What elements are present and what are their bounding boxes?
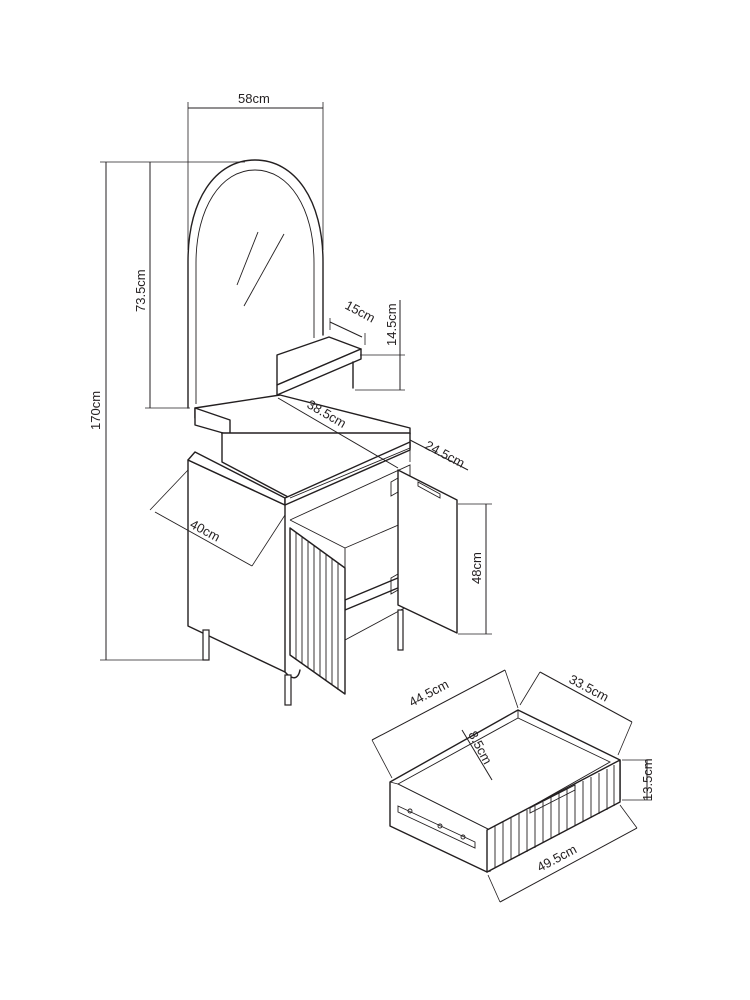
width-total-label: 58cm bbox=[238, 91, 270, 106]
vanity-unit bbox=[187, 159, 458, 706]
door-right bbox=[390, 469, 458, 634]
drawer-width-label: 44.5cm bbox=[406, 676, 451, 709]
shelf-height-label: 14.5cm bbox=[384, 303, 399, 346]
dimension-labels: 58cm 170cm 73.5cm 15cm 14.5cm 38.5cm 40c… bbox=[88, 91, 655, 875]
mirror-height-label: 73.5cm bbox=[133, 269, 148, 312]
mirror-glare bbox=[236, 231, 259, 286]
door-height-label: 48cm bbox=[469, 552, 484, 584]
fluted-door-left bbox=[289, 527, 346, 695]
drawer-front-height-label: 13.5cm bbox=[640, 758, 655, 801]
shelf-depth-label: 15cm bbox=[343, 297, 378, 325]
drawer-front-width-label: 49.5cm bbox=[534, 841, 579, 874]
drawer bbox=[389, 709, 621, 873]
door-width-label: 24.5cm bbox=[423, 437, 468, 470]
legs bbox=[202, 609, 404, 706]
dimension-lines bbox=[100, 102, 652, 903]
upper-shelf bbox=[276, 336, 362, 396]
arched-mirror bbox=[187, 159, 324, 409]
drawer-depth-label: 33.5cm bbox=[567, 671, 612, 704]
height-total-label: 170cm bbox=[88, 391, 103, 430]
